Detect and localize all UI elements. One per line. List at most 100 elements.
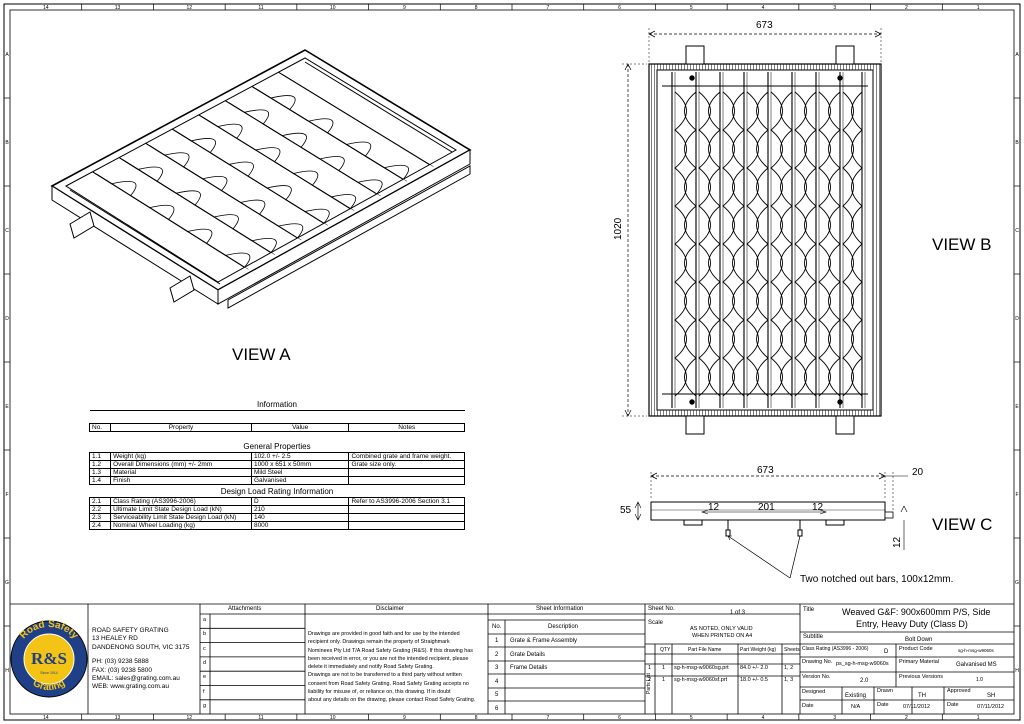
sheet-row-no: 3 bbox=[495, 665, 499, 671]
drawn-value: TH bbox=[918, 693, 926, 699]
attachment-row-letter: g bbox=[203, 702, 207, 709]
company-fax: FAX: (03) 9238 5800 bbox=[92, 666, 152, 674]
company-phone: PH: (03) 9238 5888 bbox=[92, 658, 149, 666]
primary-material-label: Primary Material bbox=[899, 659, 940, 665]
title-block-grid bbox=[10, 603, 1014, 714]
border-column-number: 7 bbox=[546, 5, 549, 11]
attachment-row-letter: f bbox=[203, 688, 205, 695]
title-label: Title bbox=[803, 607, 815, 613]
info-cell-value: 210 bbox=[250, 505, 350, 514]
parts-item-no: 1 bbox=[648, 665, 652, 671]
weave-bar bbox=[674, 91, 687, 397]
sheet-row-no: 1 bbox=[495, 638, 499, 644]
subtitle-label: Subtitle bbox=[803, 634, 824, 640]
sheet-info-no-header: No. bbox=[492, 624, 502, 630]
sheet-row-no: 6 bbox=[495, 705, 499, 712]
iso-weave-bar bbox=[172, 128, 330, 224]
disclaimer-line: delete it immediately and notify Road Sa… bbox=[308, 664, 434, 671]
info-cell-notes: Refer to AS3996-2006 Section 3.1 bbox=[348, 497, 465, 506]
border-column-number: 11 bbox=[258, 5, 263, 11]
svg-text:Grating: Grating bbox=[31, 678, 67, 693]
border-column-number: 1 bbox=[977, 5, 980, 11]
disclaimer-line: recipient only. Drawings remain the prop… bbox=[308, 639, 450, 646]
company-address: ROAD SAFETY GRATING 13 HEALEY RD DANDENO… bbox=[92, 627, 190, 692]
company-logo: Road Safety Grating R&S Since 1914 bbox=[10, 619, 88, 698]
weave-bar bbox=[732, 91, 745, 397]
weave-bar bbox=[698, 91, 711, 397]
designed-value: Existing bbox=[845, 693, 867, 699]
view-b-plan-grate bbox=[622, 28, 882, 435]
weave-bar bbox=[804, 91, 817, 397]
view-c-label: VIEW C bbox=[932, 515, 993, 534]
scale-value: AS NOTED, ONLY VALID bbox=[690, 626, 753, 632]
disclaimer-line: liability for misuse of, or reliance on,… bbox=[308, 689, 451, 696]
info-cell-notes: Combined grate and frame weight. bbox=[348, 452, 465, 461]
border-column-number: 11 bbox=[258, 715, 263, 721]
disclaimer-text: Drawings are provided in good faith and … bbox=[308, 630, 475, 705]
sheet-info-desc-header: Description bbox=[548, 624, 579, 630]
drawn-date-label: Date bbox=[877, 702, 889, 708]
info-cell-no: 1.4 bbox=[88, 476, 112, 485]
border-column-number: 13 bbox=[115, 715, 121, 721]
info-cell-notes bbox=[348, 468, 465, 477]
border-column-number: 1 bbox=[977, 715, 980, 721]
svg-text:R&S: R&S bbox=[31, 649, 67, 668]
disclaimer-line: Drawings are not to be transferred to a … bbox=[308, 672, 462, 679]
attachment-row-letter: d bbox=[203, 659, 207, 666]
weave-bar bbox=[818, 91, 831, 397]
parts-file-name: sg-h-msg-w9060sg.prt bbox=[674, 665, 729, 671]
border-column-number: 7 bbox=[546, 715, 549, 721]
info-cell-property: Overall Dimensions (mm) +/- 2mm bbox=[110, 460, 252, 469]
address-line-2: DANDENONG SOUTH, VIC 3175 bbox=[92, 643, 190, 651]
iso-weave-bar bbox=[145, 142, 304, 239]
parts-item-no: 2 bbox=[648, 676, 652, 683]
iso-weave-bar bbox=[118, 157, 277, 253]
border-row-letter: C bbox=[5, 228, 9, 234]
info-cell-value: Galvanised bbox=[250, 476, 350, 485]
info-cell-notes bbox=[348, 505, 465, 514]
border-column-number: 6 bbox=[618, 5, 621, 11]
disclaimer-line: been received in error, or you are not t… bbox=[308, 655, 469, 662]
weave-bar bbox=[722, 91, 735, 397]
disclaimer-line: consent from Road Safety Grating. Road S… bbox=[308, 680, 469, 687]
info-header-cell: Value bbox=[250, 423, 350, 432]
drawing-title-line-2: Entry, Heavy Duty (Class D) bbox=[856, 619, 968, 629]
approved-date-label: Date bbox=[947, 702, 959, 708]
drawn-date: 07/11/2012 bbox=[903, 704, 931, 710]
info-cell-value: D bbox=[250, 497, 350, 506]
info-cell-value: 8000 bbox=[250, 521, 350, 530]
dim-right-offset: 12 bbox=[812, 502, 824, 513]
disclaimer-line: Drawings are provided in good faith and … bbox=[308, 631, 460, 637]
border-column-number: 8 bbox=[475, 715, 478, 721]
border-column-number: 6 bbox=[618, 715, 621, 721]
iso-weave-bar bbox=[225, 100, 383, 195]
scale-value-2: WHEN PRINTED ON A4 bbox=[692, 633, 753, 639]
border-row-letter: F bbox=[5, 492, 8, 498]
border-row-letter: G bbox=[5, 580, 9, 586]
border-row-letter: E bbox=[1015, 404, 1019, 410]
dim-width-side: 673 bbox=[757, 465, 774, 476]
attachment-row-letter: e bbox=[203, 674, 207, 681]
border-row-letter: C bbox=[1015, 228, 1019, 234]
view-b-label: VIEW B bbox=[932, 235, 992, 254]
disclaimer-line: about any details on the drawing, please… bbox=[308, 697, 476, 704]
weave-bar bbox=[684, 91, 697, 397]
dim-bar-depth: 12 bbox=[892, 536, 903, 548]
class-rating-label: Class Rating (AS3996 - 2006) bbox=[802, 646, 869, 652]
view-a-isometric-grate bbox=[50, 49, 472, 309]
iso-weave-bar bbox=[92, 171, 251, 268]
parts-header-cell: Part Weight (kg) bbox=[740, 647, 777, 653]
border-column-number: 10 bbox=[330, 5, 336, 11]
previous-versions-value: 1.0 bbox=[976, 677, 983, 683]
info-cell-property: Class Rating (AS3996-2006) bbox=[110, 497, 252, 506]
product-code-label: Product Code bbox=[899, 646, 933, 652]
approved-label: Approved bbox=[947, 688, 971, 694]
product-code-value: sg-h-msg-w9060s bbox=[958, 648, 994, 653]
border-row-letter: G bbox=[1015, 580, 1019, 586]
